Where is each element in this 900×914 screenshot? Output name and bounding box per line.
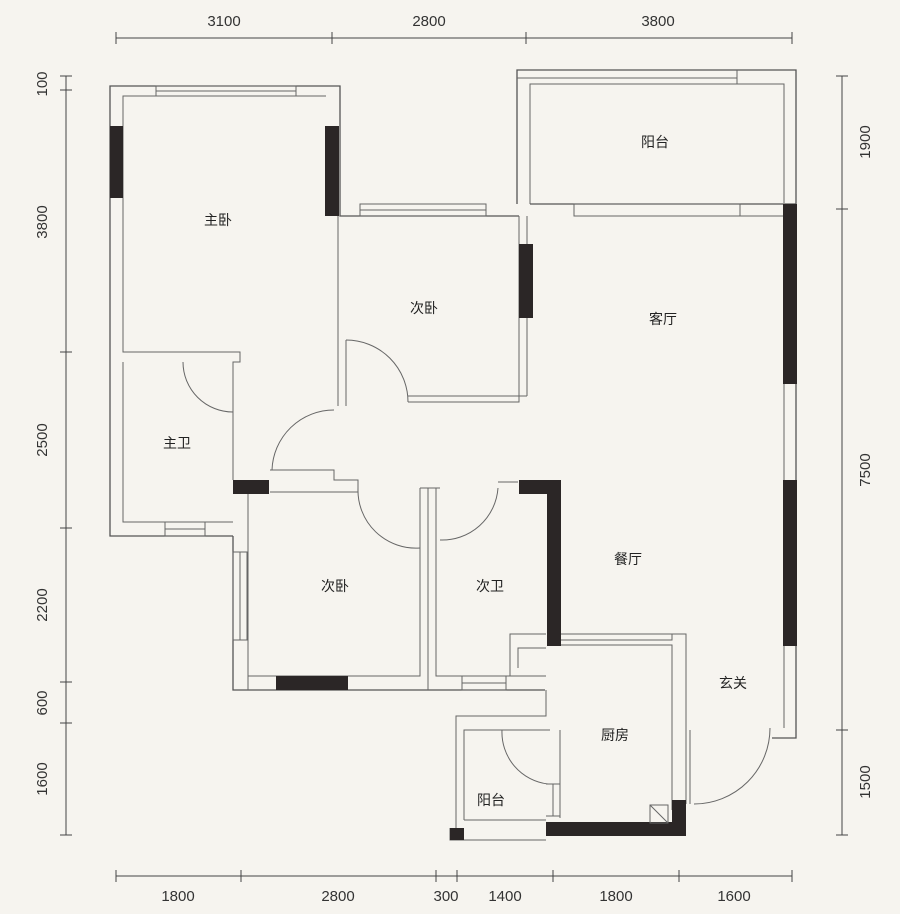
dim-bottom-5: 1800 [599,888,632,905]
dim-bottom-4: 1400 [488,888,521,905]
dim-right-3: 1500 [857,765,874,798]
dim-left-5: 600 [34,690,51,715]
room-living-room: 客厅 [649,311,677,328]
dim-bottom-6: 1600 [717,888,750,905]
door-swings [182,339,771,805]
dim-bottom-3: 300 [433,888,458,905]
walls [109,69,797,841]
room-master-bedroom: 主卧 [204,213,232,229]
room-kitchen: 厨房 [601,728,629,744]
kitchen-fixture [649,804,669,824]
dim-top-1: 3100 [207,13,240,30]
room-entrance: 玄关 [719,675,747,692]
dimension-labels: 3100 2800 3800 1800 2800 300 1400 1800 1… [34,13,874,905]
room-labels: 主卧 主卫 次卧 阳台 客厅 次卧 次卫 餐厅 玄关 厨房 阳台 [163,135,747,809]
dim-left-2: 3800 [34,205,51,238]
dimension-lines [60,32,848,882]
room-balcony-top: 阳台 [641,135,669,151]
dim-left-6: 1600 [34,762,51,795]
room-dining-room: 餐厅 [614,552,642,568]
room-second-bedroom-bottom: 次卧 [321,579,349,595]
dim-top-3: 3800 [641,13,674,30]
dim-bottom-2: 2800 [321,888,354,905]
room-second-bath: 次卫 [476,579,504,595]
dim-bottom-1: 1800 [161,888,194,905]
dim-left-4: 2200 [34,588,51,621]
room-balcony-bottom: 阳台 [477,793,505,809]
dim-right-2: 7500 [857,453,874,486]
room-second-bedroom-top: 次卧 [410,301,438,317]
room-master-bath: 主卫 [163,436,191,452]
dim-right-1: 1900 [857,125,874,158]
dim-left-1: 100 [34,71,51,96]
dim-left-3: 2500 [34,423,51,456]
structural-walls [110,126,797,840]
dim-top-2: 2800 [412,13,445,30]
